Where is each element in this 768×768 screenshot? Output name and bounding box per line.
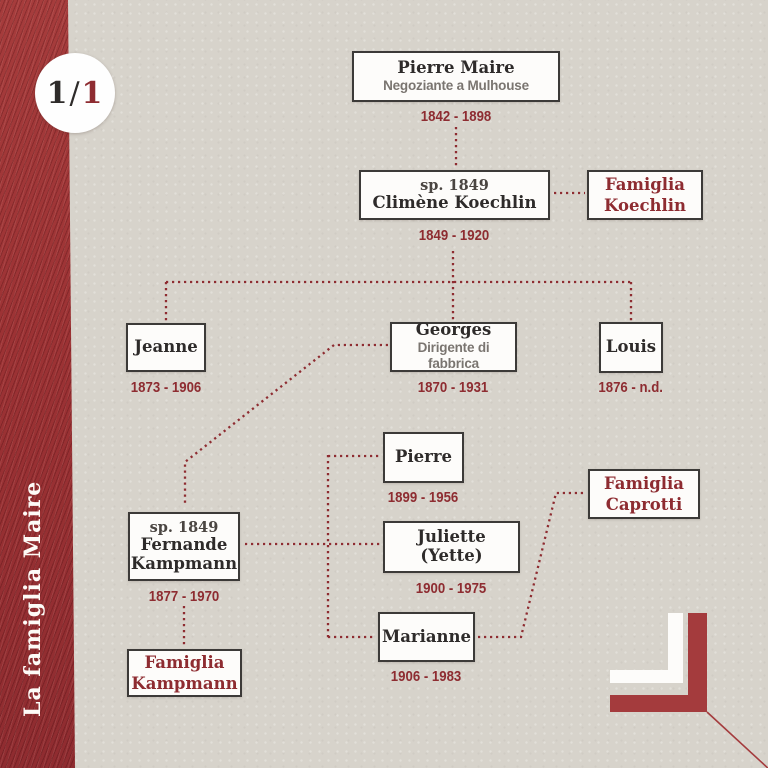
person-name-line2: Kampmann <box>130 554 238 574</box>
person-name: Jeanne <box>134 337 198 357</box>
person-box-jeanne: Jeanne <box>126 323 206 372</box>
person-box-louis: Louis <box>599 322 663 373</box>
family-link-kampmann[interactable]: Famiglia Kampmann <box>127 649 242 697</box>
marriage-prefix: sp. 1849 <box>420 176 489 194</box>
family-link-koechlin[interactable]: Famiglia Koechlin <box>587 170 703 220</box>
person-dates-juliette: 1900 - 1975 <box>416 580 487 597</box>
person-name: Climène Koechlin <box>372 193 537 213</box>
person-dates-marianne: 1906 - 1983 <box>390 668 462 685</box>
family-link-label-line1: Famiglia <box>605 174 685 194</box>
person-box-marianne: Marianne <box>378 612 475 662</box>
person-dates-jeanne: 1873 - 1906 <box>130 379 202 396</box>
person-name: Louis <box>605 337 657 357</box>
person-dates-climene: 1849 - 1920 <box>419 227 490 244</box>
page-counter-current: 1 <box>46 75 69 111</box>
person-box-pierre-jr: Pierre <box>383 432 464 483</box>
person-name: Marianne <box>381 626 472 646</box>
person-name: Pierre Maire <box>397 57 515 77</box>
person-box-pierre-maire: Pierre Maire Negoziante a Mulhouse <box>352 51 560 102</box>
person-dates-pierre-jr: 1899 - 1956 <box>387 489 459 506</box>
person-dates-louis: 1876 - n.d. <box>598 379 664 396</box>
sidebar-title: La famiglia Maire <box>20 480 46 718</box>
page-counter-separator: / <box>69 75 81 111</box>
page-counter-badge: 1/1 <box>35 53 115 133</box>
person-name-line1: Fernande <box>140 535 228 555</box>
family-link-label-line2: Koechlin <box>603 196 687 215</box>
person-box-georges: Georges Dirigente di fabbrica <box>390 319 517 372</box>
person-name: Pierre <box>394 447 453 467</box>
marriage-prefix: sp. 1849 <box>149 518 219 536</box>
person-name: Georges <box>415 319 492 339</box>
person-box-juliette: Juliette (Yette) <box>383 521 520 573</box>
page-counter-total: 1 <box>81 75 104 111</box>
person-role: Negoziante a Mulhouse <box>383 77 529 93</box>
person-dates-fernande: 1877 - 1970 <box>148 588 220 605</box>
family-link-caprotti[interactable]: Famiglia Caprotti <box>588 469 700 519</box>
person-dates-pierre-maire: 1842 - 1898 <box>420 108 492 125</box>
person-name: Juliette (Yette) <box>417 527 486 565</box>
person-box-fernande-kampmann: sp. 1849 Fernande Kampmann <box>128 512 240 581</box>
family-link-label-line2: Kampmann <box>131 674 238 693</box>
person-box-climene-koechlin: sp. 1849 Climène Koechlin <box>359 170 550 220</box>
family-link-label-line2: Caprotti <box>605 495 683 514</box>
person-role: Dirigente di fabbrica <box>417 339 490 372</box>
person-dates-georges: 1870 - 1931 <box>418 379 489 396</box>
family-link-label-line1: Famiglia <box>604 473 684 493</box>
family-link-label-line1: Famiglia <box>144 652 225 672</box>
